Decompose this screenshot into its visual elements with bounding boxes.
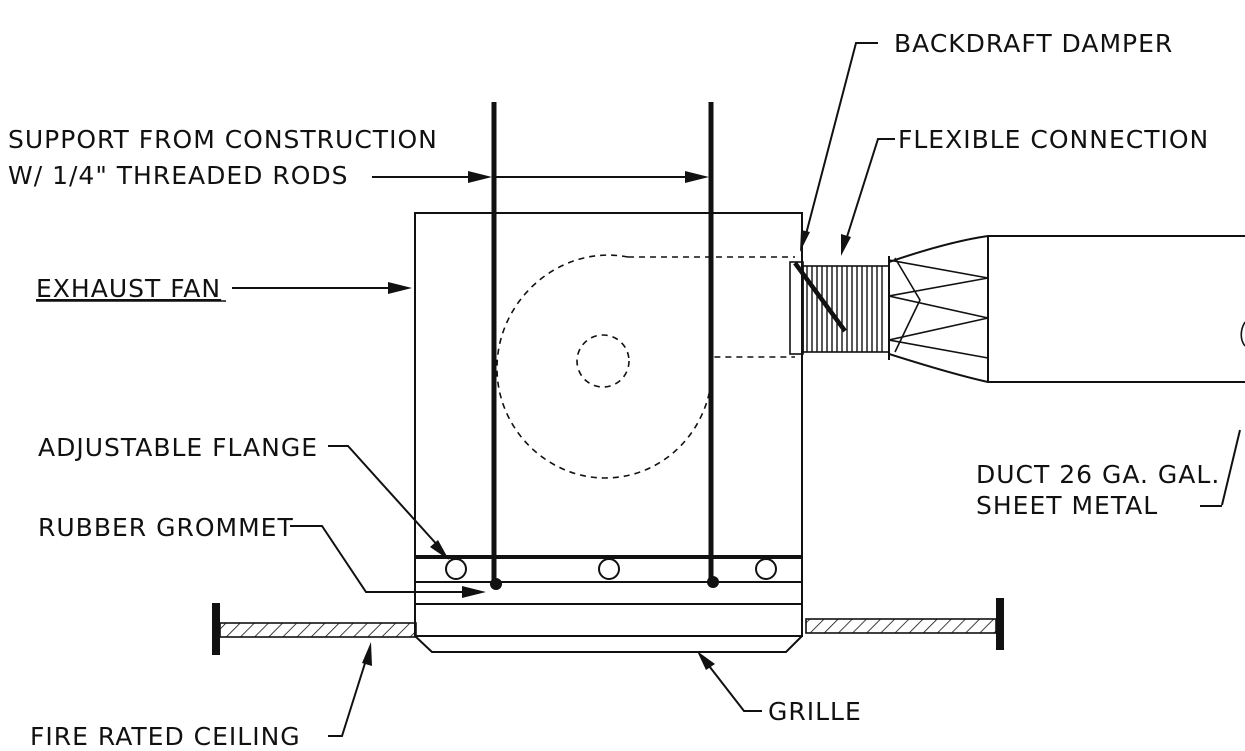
flexible-connection bbox=[793, 261, 890, 353]
ceiling-slab-right bbox=[805, 618, 997, 634]
label-adjustable-flange: ADJUSTABLE FLANGE bbox=[38, 433, 318, 462]
arrow-support-right bbox=[685, 171, 709, 183]
label-rubber-grommet: RUBBER GROMMET bbox=[38, 513, 294, 542]
arrow-flexible-connection bbox=[841, 234, 851, 256]
arrow-support-left bbox=[468, 171, 492, 183]
label-grille: GRILLE bbox=[768, 697, 862, 726]
exhaust-fan-housing bbox=[414, 212, 804, 559]
arrow-rubber-grommet bbox=[462, 586, 486, 598]
blower-scroll bbox=[496, 254, 795, 479]
leader-rubber-grommet bbox=[290, 525, 462, 593]
flange-bolt-right bbox=[755, 558, 777, 580]
arrow-backdraft-damper bbox=[800, 230, 810, 252]
ceiling-slab-left bbox=[219, 622, 417, 638]
ceiling-ring bbox=[414, 603, 803, 637]
labels: BACKDRAFT DAMPER SUPPORT FROM CONSTRUCTI… bbox=[8, 29, 1220, 751]
label-duct-line1: DUCT 26 GA. GAL. bbox=[976, 460, 1220, 489]
transition-bottom bbox=[888, 353, 1245, 383]
label-flexible-connection: FLEXIBLE CONNECTION bbox=[898, 125, 1209, 154]
leader-adjustable-flange bbox=[328, 445, 441, 549]
flex-connector-body bbox=[802, 265, 890, 353]
ceiling-end-cap-left bbox=[212, 603, 220, 655]
arrow-exhaust-fan bbox=[388, 282, 412, 294]
label-support-line1: SUPPORT FROM CONSTRUCTION bbox=[8, 125, 438, 154]
rod-nut-right bbox=[707, 576, 719, 588]
flange-assembly bbox=[414, 555, 803, 653]
flange-bolt-left bbox=[445, 558, 467, 580]
arrow-grille bbox=[697, 651, 715, 670]
backdraft-damper-blade bbox=[793, 261, 847, 333]
transition-seams bbox=[888, 259, 989, 359]
leader-grille bbox=[705, 661, 762, 712]
arrow-fire-rated-ceiling bbox=[362, 642, 372, 666]
label-support-line2: W/ 1/4" THREADED RODS bbox=[8, 161, 349, 190]
grille-shape bbox=[414, 635, 803, 653]
duct-break bbox=[1240, 321, 1245, 347]
leader-backdraft-damper bbox=[804, 42, 878, 239]
rod-nut-left bbox=[490, 578, 502, 590]
leader-flexible-connection bbox=[845, 138, 895, 241]
threaded-rods bbox=[490, 102, 719, 590]
leader-duct bbox=[1221, 429, 1241, 506]
leader-lines bbox=[232, 42, 1241, 737]
leader-fire-rated-ceiling bbox=[328, 659, 367, 737]
label-fire-rated-ceiling: FIRE RATED CEILING bbox=[30, 722, 301, 751]
arrow-adjustable-flange bbox=[430, 540, 449, 560]
fire-rated-ceiling bbox=[212, 598, 1004, 655]
ceiling-end-cap-right bbox=[996, 598, 1004, 650]
flange-bolt-center bbox=[598, 558, 620, 580]
label-duct-line2: SHEET METAL bbox=[976, 491, 1158, 520]
label-exhaust-fan: EXHAUST FAN bbox=[36, 274, 221, 303]
label-backdraft-damper: BACKDRAFT DAMPER bbox=[894, 29, 1173, 58]
duct-assembly bbox=[888, 235, 1245, 383]
transition-fold bbox=[894, 257, 921, 353]
blower-hub bbox=[576, 334, 630, 388]
fan-box bbox=[414, 212, 803, 559]
transition-top bbox=[888, 235, 1245, 263]
